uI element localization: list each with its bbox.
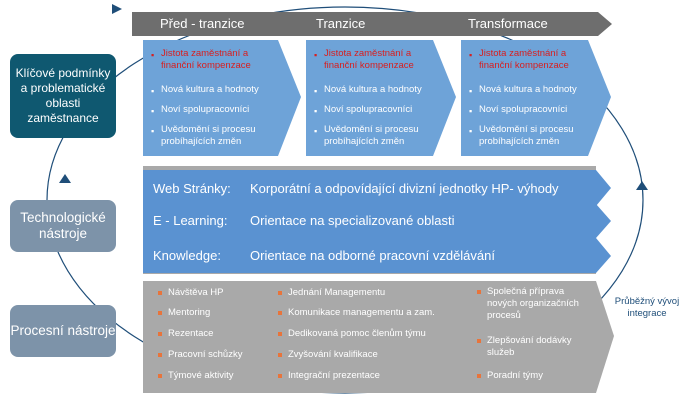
- process-item: Společná příprava nových organizačních p…: [477, 286, 589, 322]
- bullet-dot-icon: ▪: [469, 86, 473, 96]
- process-item: Jednání Managementu: [278, 287, 468, 299]
- process-item: Rezentace: [158, 328, 268, 340]
- phase-label-pre: Před - tranzice: [160, 16, 245, 31]
- band-knowledge-text: Orientace na odborné pracovní vzdělávání: [250, 248, 495, 263]
- process-item: Komunikace managementu a zam.: [278, 307, 468, 319]
- bullet-dot-icon: ▪: [151, 50, 155, 60]
- bullet-dot-icon: ▪: [151, 126, 155, 136]
- phase-chevron-2: [306, 40, 456, 156]
- phase1-bullet-1: ▪ Jistota zaměstnání a finanční kompenza…: [151, 48, 251, 71]
- phase1-bullet-2: ▪ Nová kultura a hodnoty: [151, 84, 259, 96]
- process-item: Integrační prezentace: [278, 370, 468, 382]
- square-bullet-icon: [477, 290, 481, 294]
- band-3-shape: [143, 238, 611, 273]
- phase1-bullet-4: ▪ Uvědomění si procesu probíhajících změ…: [151, 124, 256, 147]
- process-item: Dedikovaná pomoc členům týmu: [278, 328, 468, 340]
- side-box-process-tools: Procesní nástroje: [10, 305, 116, 357]
- phase3-bullet-3: ▪ Noví spolupracovníci: [469, 104, 568, 116]
- process-item: Návštěva HP: [158, 287, 268, 299]
- square-bullet-icon: [158, 374, 162, 378]
- process-item: Poradní týmy: [477, 370, 589, 382]
- bullet-dot-icon: ▪: [469, 126, 473, 136]
- bullet-dot-icon: ▪: [469, 50, 473, 60]
- phase2-bullet-1: ▪ Jistota zaměstnání a finanční kompenza…: [314, 48, 414, 71]
- process-item: Mentoring: [158, 307, 268, 319]
- band-knowledge-label: Knowledge:: [153, 248, 221, 263]
- phase2-bullet-3: ▪ Noví spolupracovníci: [314, 104, 413, 116]
- process-item: Zlepšování dodávky služeb: [477, 335, 589, 359]
- square-bullet-icon: [278, 291, 282, 295]
- side-box-tech-tools: Technologické nástroje: [10, 200, 116, 252]
- side-box-key-conditions: Klíčové podmínky a problematické oblasti…: [10, 54, 116, 138]
- phase-header-bar: [132, 12, 612, 36]
- phase3-bullet-1: ▪ Jistota zaměstnání a finanční kompenza…: [469, 48, 569, 71]
- cycle-label: Průběžný vývoj integrace: [614, 296, 680, 319]
- square-bullet-icon: [158, 311, 162, 315]
- bullet-dot-icon: ▪: [151, 106, 155, 116]
- phase-chevron-3: [461, 40, 611, 156]
- cycle-arrow-top-icon: [112, 4, 122, 14]
- bullet-dot-icon: ▪: [314, 50, 318, 60]
- process-item: Týmové aktivity: [158, 370, 268, 382]
- band-web-label: Web Stránky:: [153, 181, 231, 196]
- band-elearning-label: E - Learning:: [153, 213, 228, 228]
- square-bullet-icon: [278, 311, 282, 315]
- phase-chevron-1: [143, 40, 301, 156]
- phase3-bullet-4: ▪ Uvědomění si procesu probíhajících změ…: [469, 124, 574, 147]
- square-bullet-icon: [477, 374, 481, 378]
- square-bullet-icon: [278, 374, 282, 378]
- band-1-shape: [143, 170, 611, 206]
- square-bullet-icon: [278, 332, 282, 336]
- bullet-dot-icon: ▪: [314, 86, 318, 96]
- process-item: Pracovní schůzky: [158, 349, 268, 361]
- square-bullet-icon: [278, 353, 282, 357]
- square-bullet-icon: [158, 291, 162, 295]
- phase-label-transition: Tranzice: [316, 16, 366, 31]
- band-web-text: Korporátní a odpovídající divizní jednot…: [250, 181, 559, 196]
- cycle-arrow-right-icon: [636, 181, 648, 190]
- bullet-dot-icon: ▪: [314, 126, 318, 136]
- cycle-arrow-left-icon: [59, 174, 71, 183]
- square-bullet-icon: [477, 339, 481, 343]
- phase2-bullet-2: ▪ Nová kultura a hodnoty: [314, 84, 422, 96]
- process-item: Zvyšování kvalifikace: [278, 349, 468, 361]
- phase-label-transformation: Transformace: [468, 16, 548, 31]
- bullet-dot-icon: ▪: [469, 106, 473, 116]
- bullet-dot-icon: ▪: [151, 86, 155, 96]
- band-elearning-text: Orientace na specializované oblasti: [250, 213, 455, 228]
- square-bullet-icon: [158, 353, 162, 357]
- phase3-bullet-2: ▪ Nová kultura a hodnoty: [469, 84, 577, 96]
- square-bullet-icon: [158, 332, 162, 336]
- phase2-bullet-4: ▪ Uvědomění si procesu probíhajících změ…: [314, 124, 419, 147]
- band-2-shape: [143, 204, 611, 238]
- process-area: [143, 281, 614, 393]
- phase1-bullet-3: ▪ Noví spolupracovníci: [151, 104, 250, 116]
- bullet-dot-icon: ▪: [314, 106, 318, 116]
